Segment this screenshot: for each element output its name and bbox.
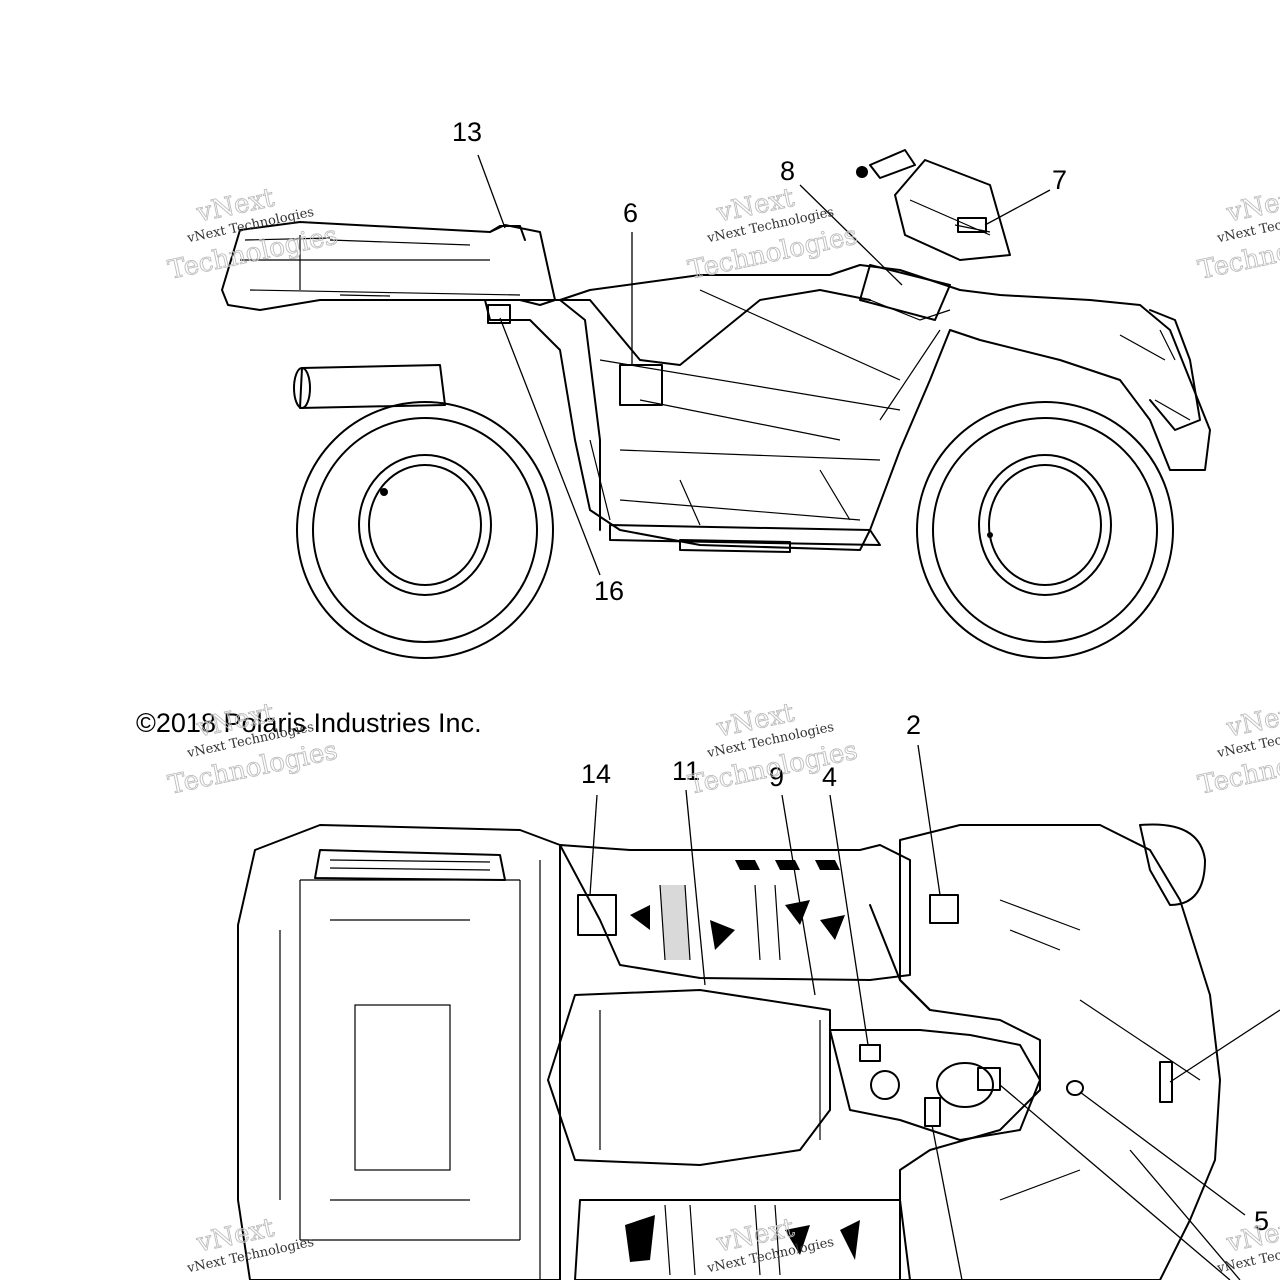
callout-8: 8	[780, 156, 795, 186]
decal-16-side	[487, 304, 511, 324]
callout-11: 11	[672, 756, 700, 786]
decal-14-top	[577, 894, 617, 936]
atv-top-view	[237, 823, 1221, 1280]
callout-6: 6	[623, 198, 638, 228]
callout-9: 9	[769, 762, 784, 792]
callout-7: 7	[1052, 165, 1067, 195]
watermark-8: vNext vNext Technologies	[705, 1212, 835, 1276]
callout-14: 14	[581, 759, 611, 789]
handlebar	[894, 159, 1011, 261]
decal-top-center	[859, 1044, 881, 1062]
watermark-3: vNext vNext Technologies Technologies	[1195, 182, 1280, 286]
copyright-notice: ©2018 Polaris Industries Inc.	[136, 708, 482, 738]
body-frame	[484, 264, 1211, 551]
callout-5: 5	[1254, 1206, 1269, 1236]
watermark-7: vNext vNext Technologies	[185, 1212, 315, 1276]
watermark-4: vNext vNext Technologies Technologies	[165, 697, 340, 801]
callout-16: 16	[594, 576, 624, 606]
watermark-9: vNext vNext Technologies	[1215, 1212, 1280, 1276]
callout-13: 13	[452, 117, 482, 147]
top-rear-rack	[237, 824, 561, 1280]
front-wheel	[916, 401, 1174, 659]
top-front-body	[899, 824, 1221, 1280]
top-view-callouts: 2 14 11 9 4 5	[581, 710, 1280, 1280]
callout-2: 2	[906, 710, 921, 740]
rear-wheel	[296, 401, 554, 659]
decal-top-side	[924, 1097, 941, 1127]
decal-5-top	[1159, 1061, 1173, 1103]
atv-side-view	[221, 149, 1211, 659]
decal-top-console	[977, 1067, 1001, 1091]
decal-2-top	[929, 894, 959, 924]
watermark-2: vNext vNext Technologies Technologies	[685, 182, 860, 286]
decal-6-side	[619, 364, 663, 406]
side-view-callouts: 13 8 7 6 16	[452, 117, 1067, 606]
decal-8-side	[859, 264, 951, 321]
callout-4: 4	[822, 762, 837, 792]
top-console	[829, 1029, 1041, 1141]
watermark-1: vNext vNext Technologies Technologies	[165, 182, 340, 286]
watermark-6: vNext vNext Technologies Technologies	[1195, 697, 1280, 801]
watermarks: vNext vNext Technologies Technologies vN…	[165, 182, 1280, 1276]
top-seat	[547, 989, 831, 1166]
footwell-treads	[625, 860, 860, 1276]
muffler	[299, 364, 446, 409]
